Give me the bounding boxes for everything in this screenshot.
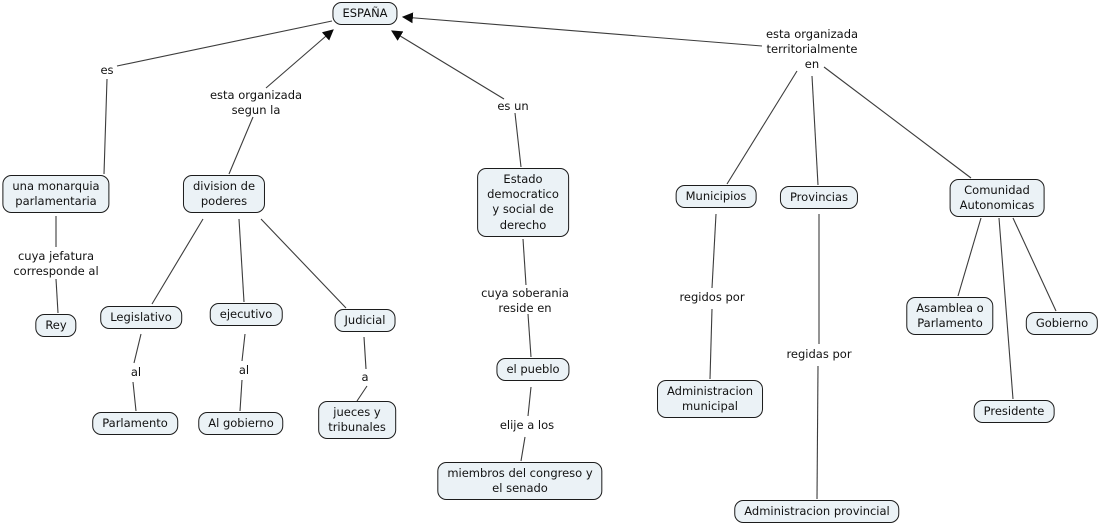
phrase-a[interactable]: a <box>361 370 369 384</box>
phrase-al-2[interactable]: al <box>238 363 250 377</box>
node-presidente[interactable]: Presidente <box>973 400 1055 424</box>
edge-al-algobierno <box>239 379 243 412</box>
node-asamblea[interactable]: Asamblea o Parlamento <box>906 297 994 336</box>
edge-comunidad-presidente <box>998 217 1014 400</box>
node-admin-municipal[interactable]: Administracion municipal <box>657 380 763 419</box>
edge-estado-soberania <box>522 238 527 286</box>
edge-territorial-municipios <box>726 70 798 185</box>
phrase-es[interactable]: es <box>100 63 114 77</box>
edge-elije-miembros <box>520 436 526 462</box>
phrase-al-1[interactable]: al <box>130 365 142 379</box>
edge-segun-espana-arrow <box>265 29 334 89</box>
node-jueces-tribunales[interactable]: jueces y tribunales <box>318 401 396 440</box>
node-comunidad[interactable]: Comunidad Autonomicas <box>949 179 1045 218</box>
edge-territorial-provincias <box>811 75 819 186</box>
node-ejecutivo[interactable]: ejecutivo <box>209 303 283 327</box>
node-provincias[interactable]: Provincias <box>779 186 859 210</box>
edge-pueblo-elije <box>527 386 532 417</box>
edge-ejecutivo-al <box>241 333 246 362</box>
edge-division-legislativo <box>151 218 204 305</box>
edge-regidos-adminmunicipal <box>709 308 713 380</box>
phrase-jefatura[interactable]: cuya jefatura corresponde al <box>13 249 99 278</box>
edge-es-monarquia <box>103 78 108 175</box>
phrase-soberania[interactable]: cuya soberania reside en <box>481 286 569 315</box>
node-legislativo[interactable]: Legislativo <box>100 306 182 330</box>
edge-division-ejecutivo <box>238 218 245 303</box>
phrase-regidas[interactable]: regidas por <box>786 347 852 361</box>
edge-territorial-espana-arrow <box>401 12 763 47</box>
node-el-pueblo[interactable]: el pueblo <box>496 358 570 382</box>
edge-es-espana <box>116 20 333 67</box>
edge-municipios-regidos <box>711 213 717 289</box>
node-rey[interactable]: Rey <box>35 314 77 338</box>
edge-jefatura-rey <box>55 278 59 314</box>
phrase-es-un[interactable]: es un <box>497 99 529 113</box>
phrase-territorial[interactable]: esta organizada territorialmente en <box>765 27 859 71</box>
node-judicial[interactable]: Judicial <box>334 309 396 333</box>
edge-esun-espana-arrow <box>391 30 505 100</box>
edge-segun-division <box>228 116 254 175</box>
edge-comunidad-gobierno <box>1012 217 1057 312</box>
edge-soberania-pueblo <box>527 313 532 358</box>
edge-esun-estado <box>514 112 522 168</box>
node-gobierno[interactable]: Gobierno <box>1025 312 1099 336</box>
edge-comunidad-asamblea <box>957 217 982 297</box>
node-monarquia[interactable]: una monarquia parlamentaria <box>2 175 110 214</box>
edge-al-parlamento <box>132 381 137 412</box>
node-al-gobierno[interactable]: Al gobierno <box>198 412 284 436</box>
node-espana[interactable]: ESPAÑA <box>332 2 398 26</box>
node-admin-provincial[interactable]: Administracion provincial <box>734 500 900 524</box>
edge-legislativo-al <box>133 333 142 364</box>
node-parlamento[interactable]: Parlamento <box>92 412 178 436</box>
edge-territorial-comunidad <box>823 66 972 179</box>
node-division[interactable]: division de poderes <box>182 175 266 214</box>
phrase-regidos[interactable]: regidos por <box>679 290 745 304</box>
edge-a-jueces <box>356 385 368 402</box>
node-estado[interactable]: Estado democratico y social de derecho <box>477 168 569 237</box>
node-miembros[interactable]: miembros del congreso y el senado <box>437 462 603 501</box>
edge-division-judicial <box>260 218 347 309</box>
edge-judicial-a <box>363 336 367 370</box>
edge-regidas-adminprovincial <box>816 365 819 500</box>
phrase-elije[interactable]: elije a los <box>499 418 555 432</box>
node-municipios[interactable]: Municipios <box>675 185 757 209</box>
phrase-organizada-segun[interactable]: esta organizada segun la <box>209 88 303 117</box>
